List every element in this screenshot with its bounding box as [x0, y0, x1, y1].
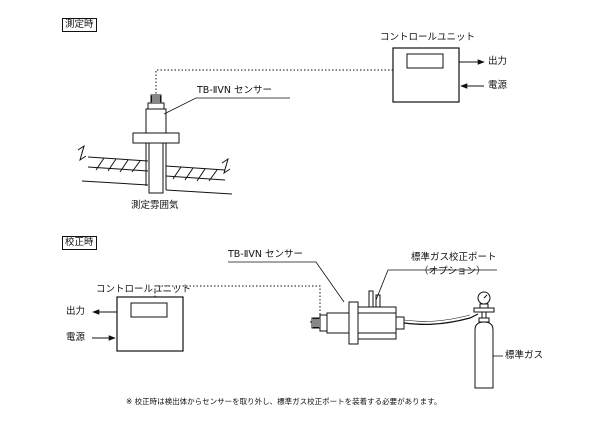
gas-label: 標準ガス — [505, 350, 544, 361]
sensor-bottom — [311, 301, 359, 345]
output-label-top: 出力 — [488, 56, 508, 67]
measurement-section-tag: 測定時 — [62, 18, 97, 32]
duct-wall-top — [77, 144, 233, 195]
signal-cable-top — [155, 69, 393, 95]
control-unit-label-top: コントロールユニット — [380, 32, 476, 43]
gas-cylinder — [473, 291, 495, 389]
power-label-bottom: 電源 — [66, 332, 86, 343]
port-label: 標準ガス校正ポート — [411, 252, 497, 263]
sensor-leader-bottom — [228, 261, 345, 303]
control-unit-top — [392, 47, 460, 103]
atmosphere-label: 測定雰囲気 — [131, 200, 179, 211]
power-label-top: 電源 — [488, 80, 508, 91]
calibration-section-tag: 校正時 — [62, 236, 97, 250]
gas-line — [403, 313, 479, 325]
option-label: （オプション） — [419, 266, 486, 277]
calibration-port — [357, 290, 405, 340]
sensor-top — [132, 94, 180, 194]
sensor-label-top: TB-ⅡVN センサー — [197, 85, 273, 96]
sensor-label-bottom: TB-ⅡVN センサー — [228, 249, 304, 260]
footnote: ※ 校正時は検出体からセンサーを取り外し、標準ガス校正ポートを装着する必要があり… — [126, 397, 442, 406]
port-leader — [375, 269, 497, 301]
control-unit-label-bottom: コントロールユニット — [96, 284, 192, 295]
signal-cable-bottom — [154, 285, 321, 323]
output-label-bottom: 出力 — [66, 306, 86, 317]
control-unit-bottom — [116, 296, 184, 352]
sensor-leader-top — [163, 97, 290, 115]
